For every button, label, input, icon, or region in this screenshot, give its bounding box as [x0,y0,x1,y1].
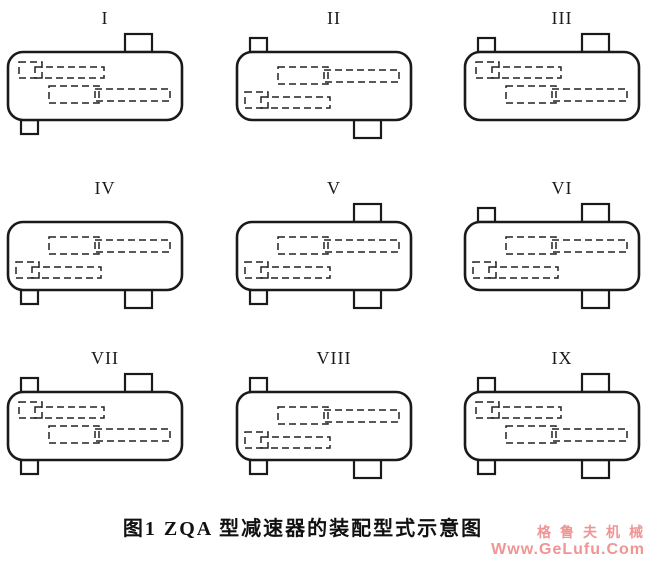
watermark-brand: 格鲁夫机械 [537,526,650,541]
assembly-cell-VII: VII [2,340,231,510]
top-small-shaft-tab [476,206,497,224]
top-large-shaft-tab [123,372,154,394]
top-large-shaft-tab [352,202,383,224]
top-large-shaft-tab [580,32,611,54]
small-gear-outline [475,61,500,79]
small-shaft-outline [34,66,105,79]
assembly-cell-IV: IV [2,170,231,340]
large-shaft-outline [94,239,171,253]
diagram-label: V [327,178,341,198]
large-shaft-outline [94,428,171,442]
assembly-cell-II: II [231,0,459,170]
assembly-diagram [6,32,184,136]
bottom-small-shaft-tab [19,288,40,306]
assembly-cell-III: III [459,0,650,170]
small-gear-outline [244,91,269,109]
watermark-url: Www.GeLufu.Com [491,541,645,559]
assembly-diagram [235,376,413,480]
assembly-cell-I: I [2,0,231,170]
small-gear-outline [475,401,500,419]
large-shaft-outline [323,409,400,423]
bottom-small-shaft-tab [248,458,269,476]
bottom-large-shaft-tab [123,288,154,310]
diagram-label: I [101,8,109,28]
bottom-small-shaft-tab [19,458,40,476]
large-gear-outline [277,406,329,425]
top-small-shaft-tab [248,376,269,394]
assembly-cell-VIII: VIII [231,340,459,510]
bottom-large-shaft-tab [352,118,383,140]
diagram-label: VI [551,178,573,198]
diagram-label: VIII [316,348,352,368]
assembly-diagram [235,36,413,140]
figure-caption: 图1 ZQA 型减速器的装配型式示意图 [122,518,484,540]
top-large-shaft-tab [580,202,611,224]
small-gear-outline [472,261,497,279]
assembly-diagram [463,202,641,310]
large-gear-outline [48,425,100,444]
small-shaft-outline [491,66,562,79]
top-small-shaft-tab [19,376,40,394]
top-small-shaft-tab [476,376,497,394]
small-shaft-outline [260,436,331,449]
bottom-large-shaft-tab [352,288,383,310]
reducer-housing [6,220,184,292]
assembly-cell-IX: IX [459,340,650,510]
bottom-large-shaft-tab [580,288,611,310]
assembly-diagram [235,202,413,310]
large-gear-outline [505,425,557,444]
small-gear-outline [18,401,43,419]
diagram-label: IV [94,178,116,198]
reducer-housing [463,220,641,292]
reducer-housing [235,390,413,462]
large-gear-outline [277,236,329,255]
top-small-shaft-tab [248,36,269,54]
large-shaft-outline [323,69,400,83]
small-gear-outline [244,261,269,279]
large-gear-outline [505,85,557,104]
large-gear-outline [505,236,557,255]
large-shaft-outline [551,428,628,442]
assembly-diagram [6,220,184,310]
diagram-label: IX [551,348,573,368]
small-gear-outline [244,431,269,449]
bottom-small-shaft-tab [19,118,40,136]
diagram-label: III [551,8,573,28]
large-gear-outline [48,236,100,255]
top-small-shaft-tab [476,36,497,54]
assembly-diagram [463,372,641,480]
large-shaft-outline [323,239,400,253]
reducer-housing [235,220,413,292]
small-shaft-outline [34,406,105,419]
diagram-label: VII [91,348,119,368]
top-large-shaft-tab [580,372,611,394]
top-large-shaft-tab [123,32,154,54]
large-gear-outline [277,66,329,85]
watermark: 格鲁夫机械 Www.GeLufu.Com [491,526,645,559]
assembly-cell-V: V [231,170,459,340]
small-shaft-outline [491,406,562,419]
large-gear-outline [48,85,100,104]
reducer-housing [235,50,413,122]
small-gear-outline [18,61,43,79]
bottom-large-shaft-tab [352,458,383,480]
diagram-label: II [327,8,341,28]
bottom-small-shaft-tab [476,458,497,476]
large-shaft-outline [551,239,628,253]
small-gear-outline [15,261,40,279]
small-shaft-outline [31,266,102,279]
assembly-diagram [6,372,184,476]
small-shaft-outline [260,96,331,109]
assembly-cell-VI: VI [459,170,650,340]
small-shaft-outline [260,266,331,279]
large-shaft-outline [551,88,628,102]
bottom-large-shaft-tab [580,458,611,480]
large-shaft-outline [94,88,171,102]
bottom-small-shaft-tab [248,288,269,306]
assembly-diagram [463,32,641,122]
small-shaft-outline [488,266,559,279]
